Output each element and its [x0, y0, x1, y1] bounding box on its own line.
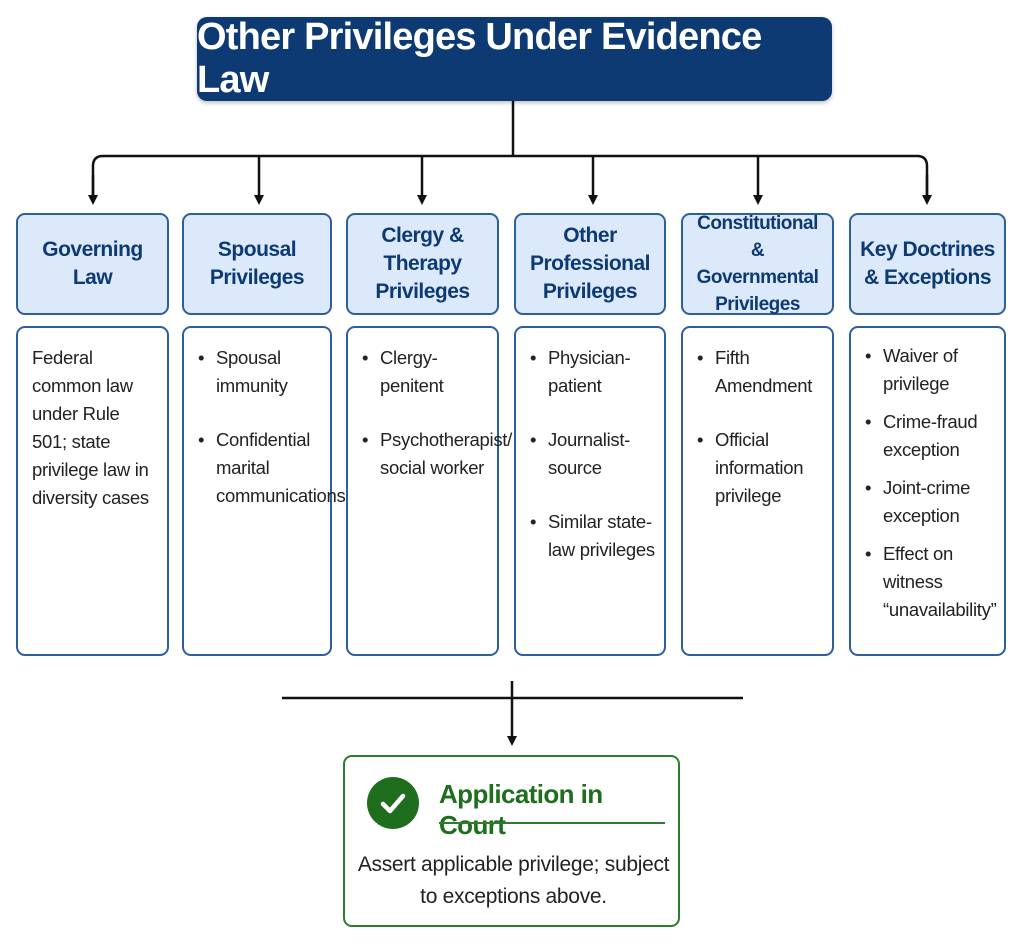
column-body-clergy-therapy: Clergy-penitent Psychotherapist/ social …	[346, 326, 512, 656]
application-title: Application in Court	[439, 779, 603, 840]
list-item: Journalist-source	[530, 426, 656, 482]
column-heading-professional: Other Professional Privileges	[514, 213, 666, 315]
column-body-professional: Physician-patient Journalist-source Simi…	[514, 326, 666, 656]
list-item: Joint-crime exception	[865, 474, 996, 530]
diagram-title: Other Privileges Under Evidence Law	[197, 16, 832, 101]
list-item: Clergy-penitent	[362, 344, 489, 400]
list-item: Physician-patient	[530, 344, 656, 400]
list-item: Crime-fraud exception	[865, 408, 996, 464]
column-body-constitutional: Fifth Amendment Official information pri…	[681, 326, 834, 656]
application-divider	[439, 822, 665, 824]
application-text: Assert applicable privilege; subject to …	[357, 853, 670, 908]
column-body-spousal: Spousal immunity Confidential marital co…	[182, 326, 346, 656]
column-body-governing-law: Federal common law under Rule 501; state…	[16, 326, 169, 656]
column-heading-clergy-therapy: Clergy & Therapy Privileges	[346, 213, 499, 315]
column-body-doctrines: Waiver of privilege Crime-fraud exceptio…	[849, 326, 1006, 656]
column-heading-spousal: Spousal Privileges	[182, 213, 332, 315]
list-item: Waiver of privilege	[865, 342, 996, 398]
list-item: Effect on witness “unavailability”	[865, 540, 997, 624]
column-heading-doctrines: Key Doctrines & Exceptions	[849, 213, 1006, 315]
list-item: Confidential marital communications	[198, 426, 346, 510]
list-item: Official information privilege	[697, 426, 824, 510]
list-item: Psychotherapist/ social worker	[362, 426, 512, 482]
governing-law-text: Federal common law under Rule 501; state…	[32, 347, 149, 508]
column-heading-constitutional: Constitutional & Governmental Privileges	[681, 213, 834, 315]
list-item: Similar state-law privileges	[530, 508, 656, 564]
list-item: Fifth Amendment	[697, 344, 824, 400]
column-heading-governing-law: Governing Law	[16, 213, 169, 315]
branch-bar	[91, 154, 929, 195]
check-circle-icon	[367, 777, 419, 829]
application-box: Application in Court Assert applicable p…	[343, 755, 680, 927]
list-item: Spousal immunity	[198, 344, 322, 400]
